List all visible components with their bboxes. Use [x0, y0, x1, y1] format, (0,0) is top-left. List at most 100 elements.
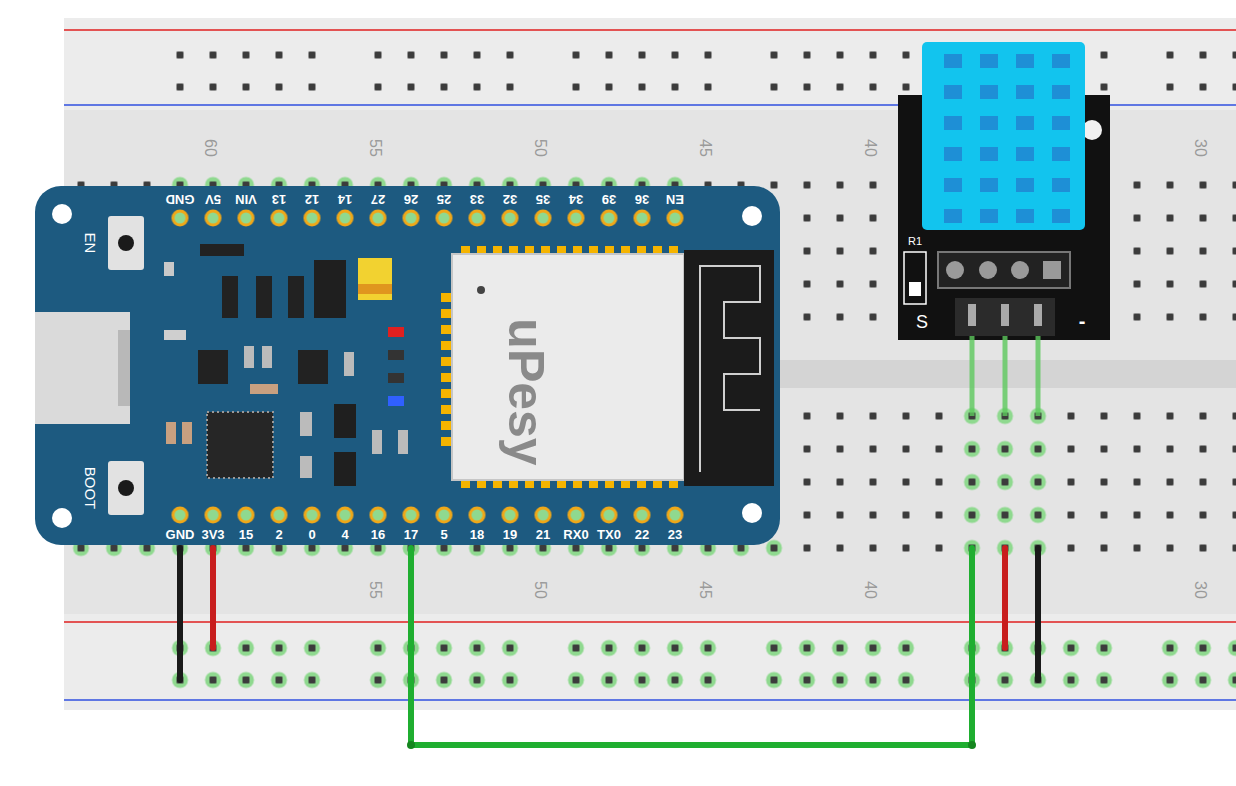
- smd-part: [300, 456, 312, 478]
- column-number: 30: [1192, 139, 1208, 157]
- button-label: EN: [83, 233, 98, 254]
- gnd-wire: [1035, 548, 1041, 680]
- pin-label: 5: [440, 528, 447, 541]
- pin-label: 27: [371, 193, 385, 206]
- smd-part: [244, 346, 254, 368]
- smd-part: [388, 373, 404, 383]
- pin-label: 21: [536, 528, 550, 541]
- negative-rail-line: [64, 699, 1236, 701]
- dht11-sensor: [922, 42, 1085, 230]
- part-label: R1: [908, 236, 922, 247]
- resistor-body: [909, 282, 921, 296]
- breadboard: 6055504540305550454030GND5VVIN1312142726…: [64, 18, 1236, 710]
- red-led: [388, 327, 404, 337]
- tantalum-capacitor-band: [358, 284, 392, 294]
- regulator: [314, 260, 346, 318]
- column-number: 50: [532, 139, 548, 157]
- mounting-hole: [52, 508, 72, 528]
- mounting-hole: [742, 503, 762, 523]
- pin-label: -: [1079, 311, 1086, 331]
- pin-label: RX0: [563, 528, 588, 541]
- esp32-board: GND5VVIN131214272625333235343936ENGND3V3…: [35, 186, 780, 545]
- boot-button-cap: [118, 480, 134, 496]
- usb-uart-chip: [207, 412, 273, 478]
- button-label: BOOT: [83, 467, 98, 510]
- smd-part: [262, 346, 272, 368]
- dht11-module: R1S -: [898, 95, 1110, 340]
- bottom-pin-pads: [164, 505, 692, 525]
- smd-part: [398, 430, 408, 454]
- smd-part: [344, 352, 354, 376]
- pin-label: S: [916, 313, 928, 331]
- column-number: 45: [697, 581, 713, 599]
- smd-part: [300, 412, 312, 436]
- resistor-symbol: [904, 252, 926, 304]
- column-number: 45: [697, 139, 713, 157]
- smd-part: [182, 422, 192, 444]
- smd-part: [166, 422, 176, 444]
- mounting-hole: [52, 204, 72, 224]
- pin-label: 18: [470, 528, 484, 541]
- rf-shield: [452, 254, 684, 480]
- smd-part: [250, 384, 278, 394]
- pin-label: 22: [635, 528, 649, 541]
- pin-label: 17: [404, 528, 418, 541]
- pin-label: 12: [305, 193, 319, 206]
- pin-label: 39: [602, 193, 616, 206]
- pin-label: GND: [166, 528, 195, 541]
- positive-rail-line: [64, 29, 1236, 31]
- ic-chip: [298, 350, 328, 384]
- wire-bend: [407, 741, 415, 749]
- pin-label: 35: [536, 193, 550, 206]
- pin-label: 15: [239, 528, 253, 541]
- pin-header: [955, 298, 1055, 336]
- column-number: 60: [202, 139, 218, 157]
- pin-label: 13: [272, 193, 286, 206]
- column-number: 55: [367, 139, 383, 157]
- top-pin-pads: [164, 208, 692, 228]
- column-number: 50: [532, 581, 548, 599]
- column-number: 40: [862, 139, 878, 157]
- signal-wire: [411, 548, 972, 745]
- positive-rail-line: [64, 621, 1236, 623]
- pin-label: 34: [569, 193, 583, 206]
- connected-holes: [956, 400, 1055, 565]
- pin-label: 2: [275, 528, 282, 541]
- transistor: [334, 404, 356, 438]
- antenna-trace: [700, 266, 760, 472]
- smd-part: [164, 330, 186, 340]
- usb-connector-pins: [118, 330, 130, 406]
- diode: [222, 276, 238, 318]
- antenna-area: [684, 250, 774, 486]
- pin-label: EN: [666, 193, 684, 206]
- sensor-pin: [1011, 261, 1029, 279]
- bottom-rail-holes: [164, 632, 1236, 696]
- pin-label: VIN: [235, 193, 257, 206]
- header-pin: [1001, 304, 1009, 326]
- smd-part: [388, 350, 404, 360]
- pin-label: 33: [470, 193, 484, 206]
- pin-label: 5V: [205, 193, 221, 206]
- diode: [288, 276, 304, 318]
- sensor-pin: [979, 261, 997, 279]
- pin-label: 26: [404, 193, 418, 206]
- pin-label: 3V3: [201, 528, 224, 541]
- smd-part: [200, 244, 244, 256]
- wire-bend: [968, 741, 976, 749]
- esp32-board: [35, 186, 780, 545]
- module-pins-side: [441, 290, 451, 450]
- column-number: 55: [367, 581, 383, 599]
- header-pin: [1034, 304, 1042, 326]
- pin-label: 32: [503, 193, 517, 206]
- pin1-dot: [477, 286, 485, 294]
- pin-label: TX0: [597, 528, 621, 541]
- pin-label: 4: [341, 528, 348, 541]
- power-rail-band: [64, 614, 1236, 710]
- usb-connector: [35, 312, 130, 424]
- pin-label: GND: [166, 193, 195, 206]
- boot-button: [108, 461, 144, 515]
- module-leg: [1036, 336, 1041, 416]
- mounting-hole: [742, 206, 762, 226]
